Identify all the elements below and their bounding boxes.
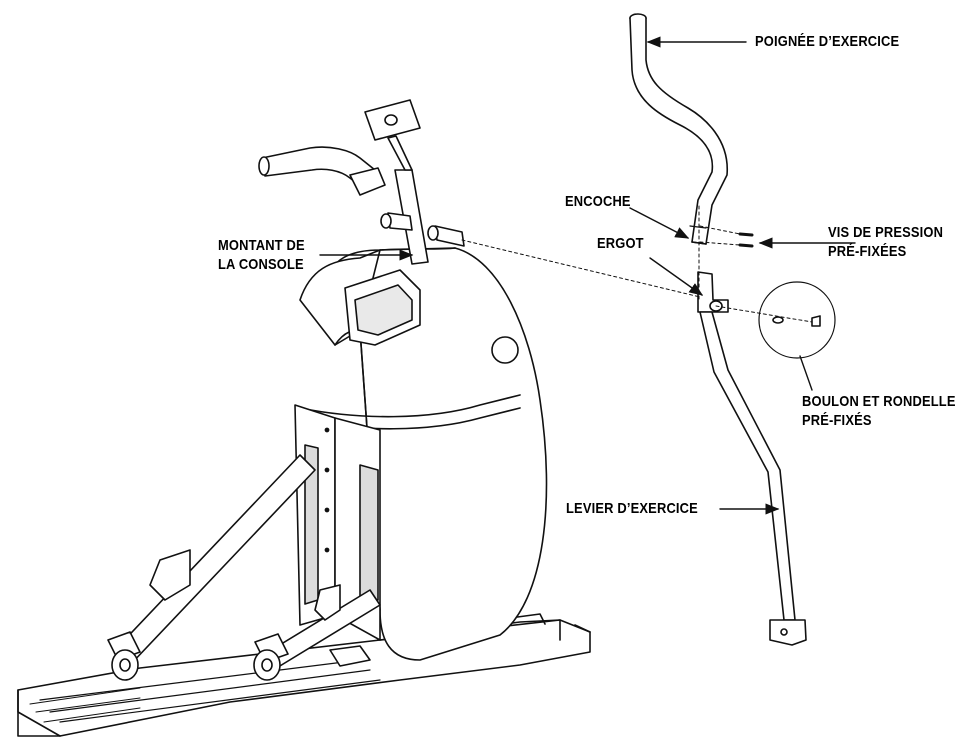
bolt-washer-callout (758, 281, 836, 359)
label-set-screws-2: PRÉ-FIXÉES (828, 243, 907, 260)
label-console-mast-2: LA CONSOLE (218, 256, 304, 273)
label-bolt-washer-1: BOULON ET RONDELLE (802, 393, 956, 410)
console-mast (258, 99, 465, 265)
assembly-dashed-lines (461, 205, 813, 323)
side-frame (294, 404, 381, 641)
label-set-screws-1: VIS DE PRESSION (828, 224, 944, 241)
label-handle: POIGNÉE D’EXERCICE (755, 33, 900, 50)
label-bolt-washer-2: PRÉ-FIXÉS (802, 412, 872, 429)
front-shroud (299, 247, 548, 661)
set-screws (738, 232, 754, 248)
label-notch: ENCOCHE (565, 193, 631, 210)
exercise-arm (697, 271, 807, 646)
label-tab: ERGOT (597, 235, 644, 252)
label-console-mast-1: MONTANT DE (218, 237, 305, 254)
exercise-handle (629, 13, 728, 245)
leader-lines (319, 36, 856, 515)
pedal-arms (114, 454, 381, 673)
label-exercise-arm: LEVIER D’EXERCICE (566, 500, 698, 517)
wheels (107, 631, 289, 681)
